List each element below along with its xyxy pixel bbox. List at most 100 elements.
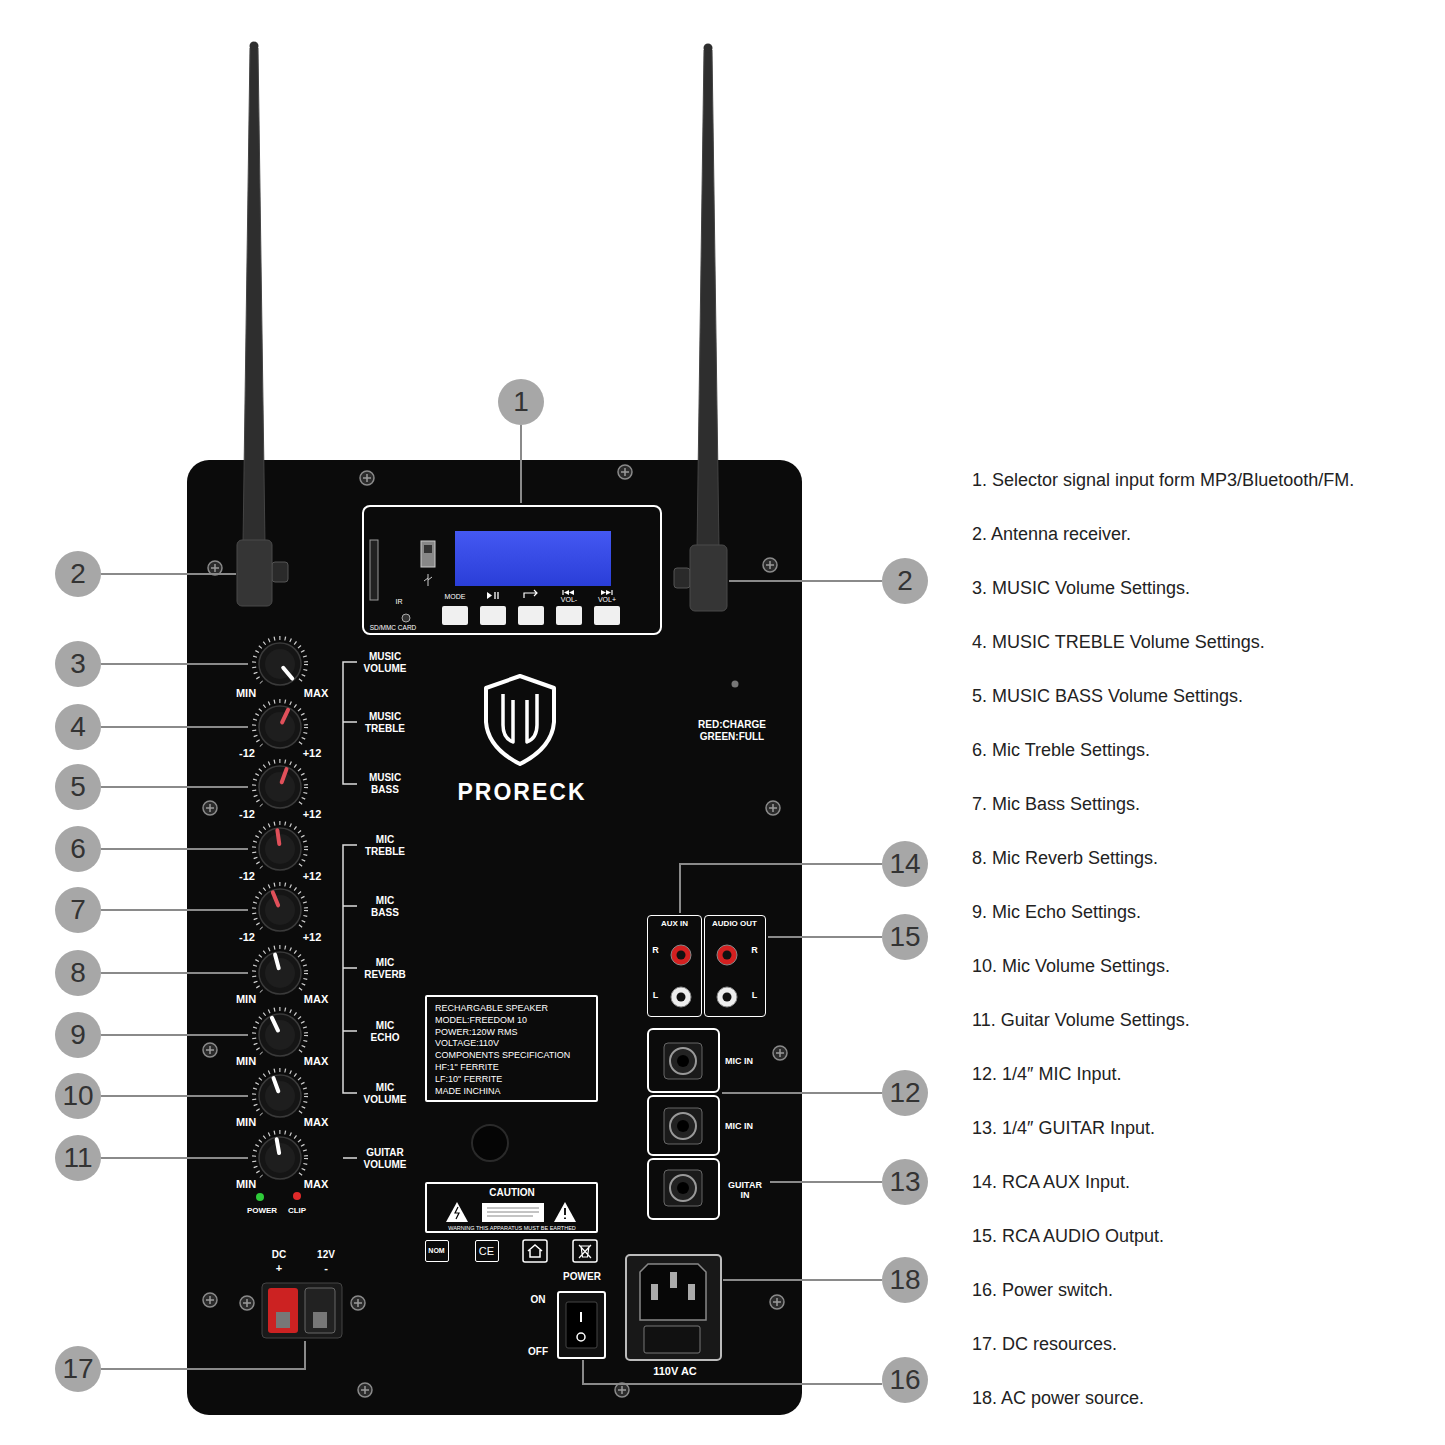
knob-scale-label: MAX [304,687,328,700]
control-name: MIC BASS [371,895,399,918]
callout-number: 10 [62,1080,93,1112]
media-player-module [594,606,620,625]
media-player-module [495,592,498,599]
callout-number: 14 [889,848,920,880]
caution-label: CAUTIONWARNING THIS APPARATUS MUST BE EA… [425,1182,598,1233]
callout-circle [55,950,101,996]
node-text: R [652,944,659,954]
callout-number: 7 [70,894,86,926]
ac-inlet [640,1264,706,1320]
callout-circle [55,1135,101,1181]
control-knob [254,947,306,999]
knob-scale-label: +12 [303,747,322,760]
media-player-module [487,592,492,599]
rca-jack [723,993,732,1002]
brand-shield [527,694,537,742]
screw [351,1296,365,1310]
screw [770,1295,784,1309]
warning-sticker [487,1208,539,1216]
knob-scale-label: -12 [239,931,255,944]
screw [618,465,632,479]
media-player-module [421,541,435,567]
antenna [674,568,690,588]
power-switch [558,1292,605,1358]
knob-scale-label: -12 [239,870,255,883]
callout-circle [55,826,101,872]
knob-pointer [277,1139,279,1153]
certification-icon [528,1245,542,1257]
media-player-module [611,590,612,595]
knob-scale-label: +12 [303,808,322,821]
knob-scale-label: -12 [239,747,255,760]
legend-item: 14. RCA AUX Input. [972,1172,1130,1193]
control-knob [254,884,306,936]
legend-item: 17. DC resources. [972,1334,1117,1355]
power-switch [580,1312,582,1322]
media-player-module [370,531,620,625]
panel-plate [187,460,802,1415]
node-text: PRORECK [457,779,586,805]
callout-number: 17 [62,1353,93,1385]
media-player-module [524,590,537,598]
switch-label: POWER [563,1271,601,1283]
node-text: MODEL:FREEDOM 10 [435,1015,527,1025]
leader-line [101,726,248,728]
leader-line [101,425,882,1384]
led-label: CLIP [288,1206,306,1215]
node-text: NOM [428,1246,444,1254]
switch-label: ON [531,1294,546,1306]
ac-inlet [688,1284,695,1300]
mic-input-jack: MIC IN [647,1095,720,1156]
node-text: COMPONENTS SPECIFICATION [435,1050,570,1060]
dc-terminal-label: 12V [317,1249,335,1261]
antenna [237,42,727,612]
panel-plate [187,460,802,1415]
warning-sticker [564,1208,566,1219]
leader-line [101,1034,248,1036]
group-bracket [343,845,357,1093]
callout-circle [882,1257,928,1303]
warning-sticker [446,1202,576,1222]
knob-pointer [274,1078,279,1091]
rca-jack [677,993,686,1002]
media-player-module [480,606,506,625]
leader-line [101,663,248,665]
knob-scale-label: MAX [304,1178,328,1191]
quarter-inch-jack [670,1113,696,1139]
screw [203,1293,217,1307]
quarter-inch-jack [664,1043,702,1079]
control-knob [254,823,306,875]
node-text: SD/MMC CARD [370,624,417,631]
callout-circle [882,558,928,604]
control-knob [254,1132,306,1184]
certification-icon [523,1240,547,1262]
control-knob [254,638,306,1184]
dc-terminal [268,1288,298,1333]
power-switch [558,1292,605,1358]
node-text: L [653,989,659,999]
callout-number: 11 [63,1142,92,1174]
legend-item: 5. MUSIC BASS Volume Settings. [972,686,1243,707]
rca-jack [671,987,691,1007]
control-knob [254,1009,306,1061]
dc-terminal [262,1283,342,1338]
screw [203,465,787,1397]
antenna [243,48,265,545]
knob-scale-label: -12 [239,808,255,821]
node-text: VOLTAGE:110V [435,1038,499,1048]
status-led [293,1192,301,1200]
knob-pointer [272,1018,278,1031]
node-text: VOL- [561,596,577,604]
callout-circle [882,1159,928,1205]
media-player-module [556,606,582,625]
callout-number: 9 [70,1019,86,1051]
brand-shield [486,676,554,764]
power-switch [566,1302,597,1348]
media-player-module [455,531,611,586]
control-name: MIC ECHO [371,1020,400,1043]
charge-led [732,681,739,688]
callout-number: 5 [70,771,86,803]
control-knob [254,1070,306,1122]
legend-item: 9. Mic Echo Settings. [972,902,1141,923]
